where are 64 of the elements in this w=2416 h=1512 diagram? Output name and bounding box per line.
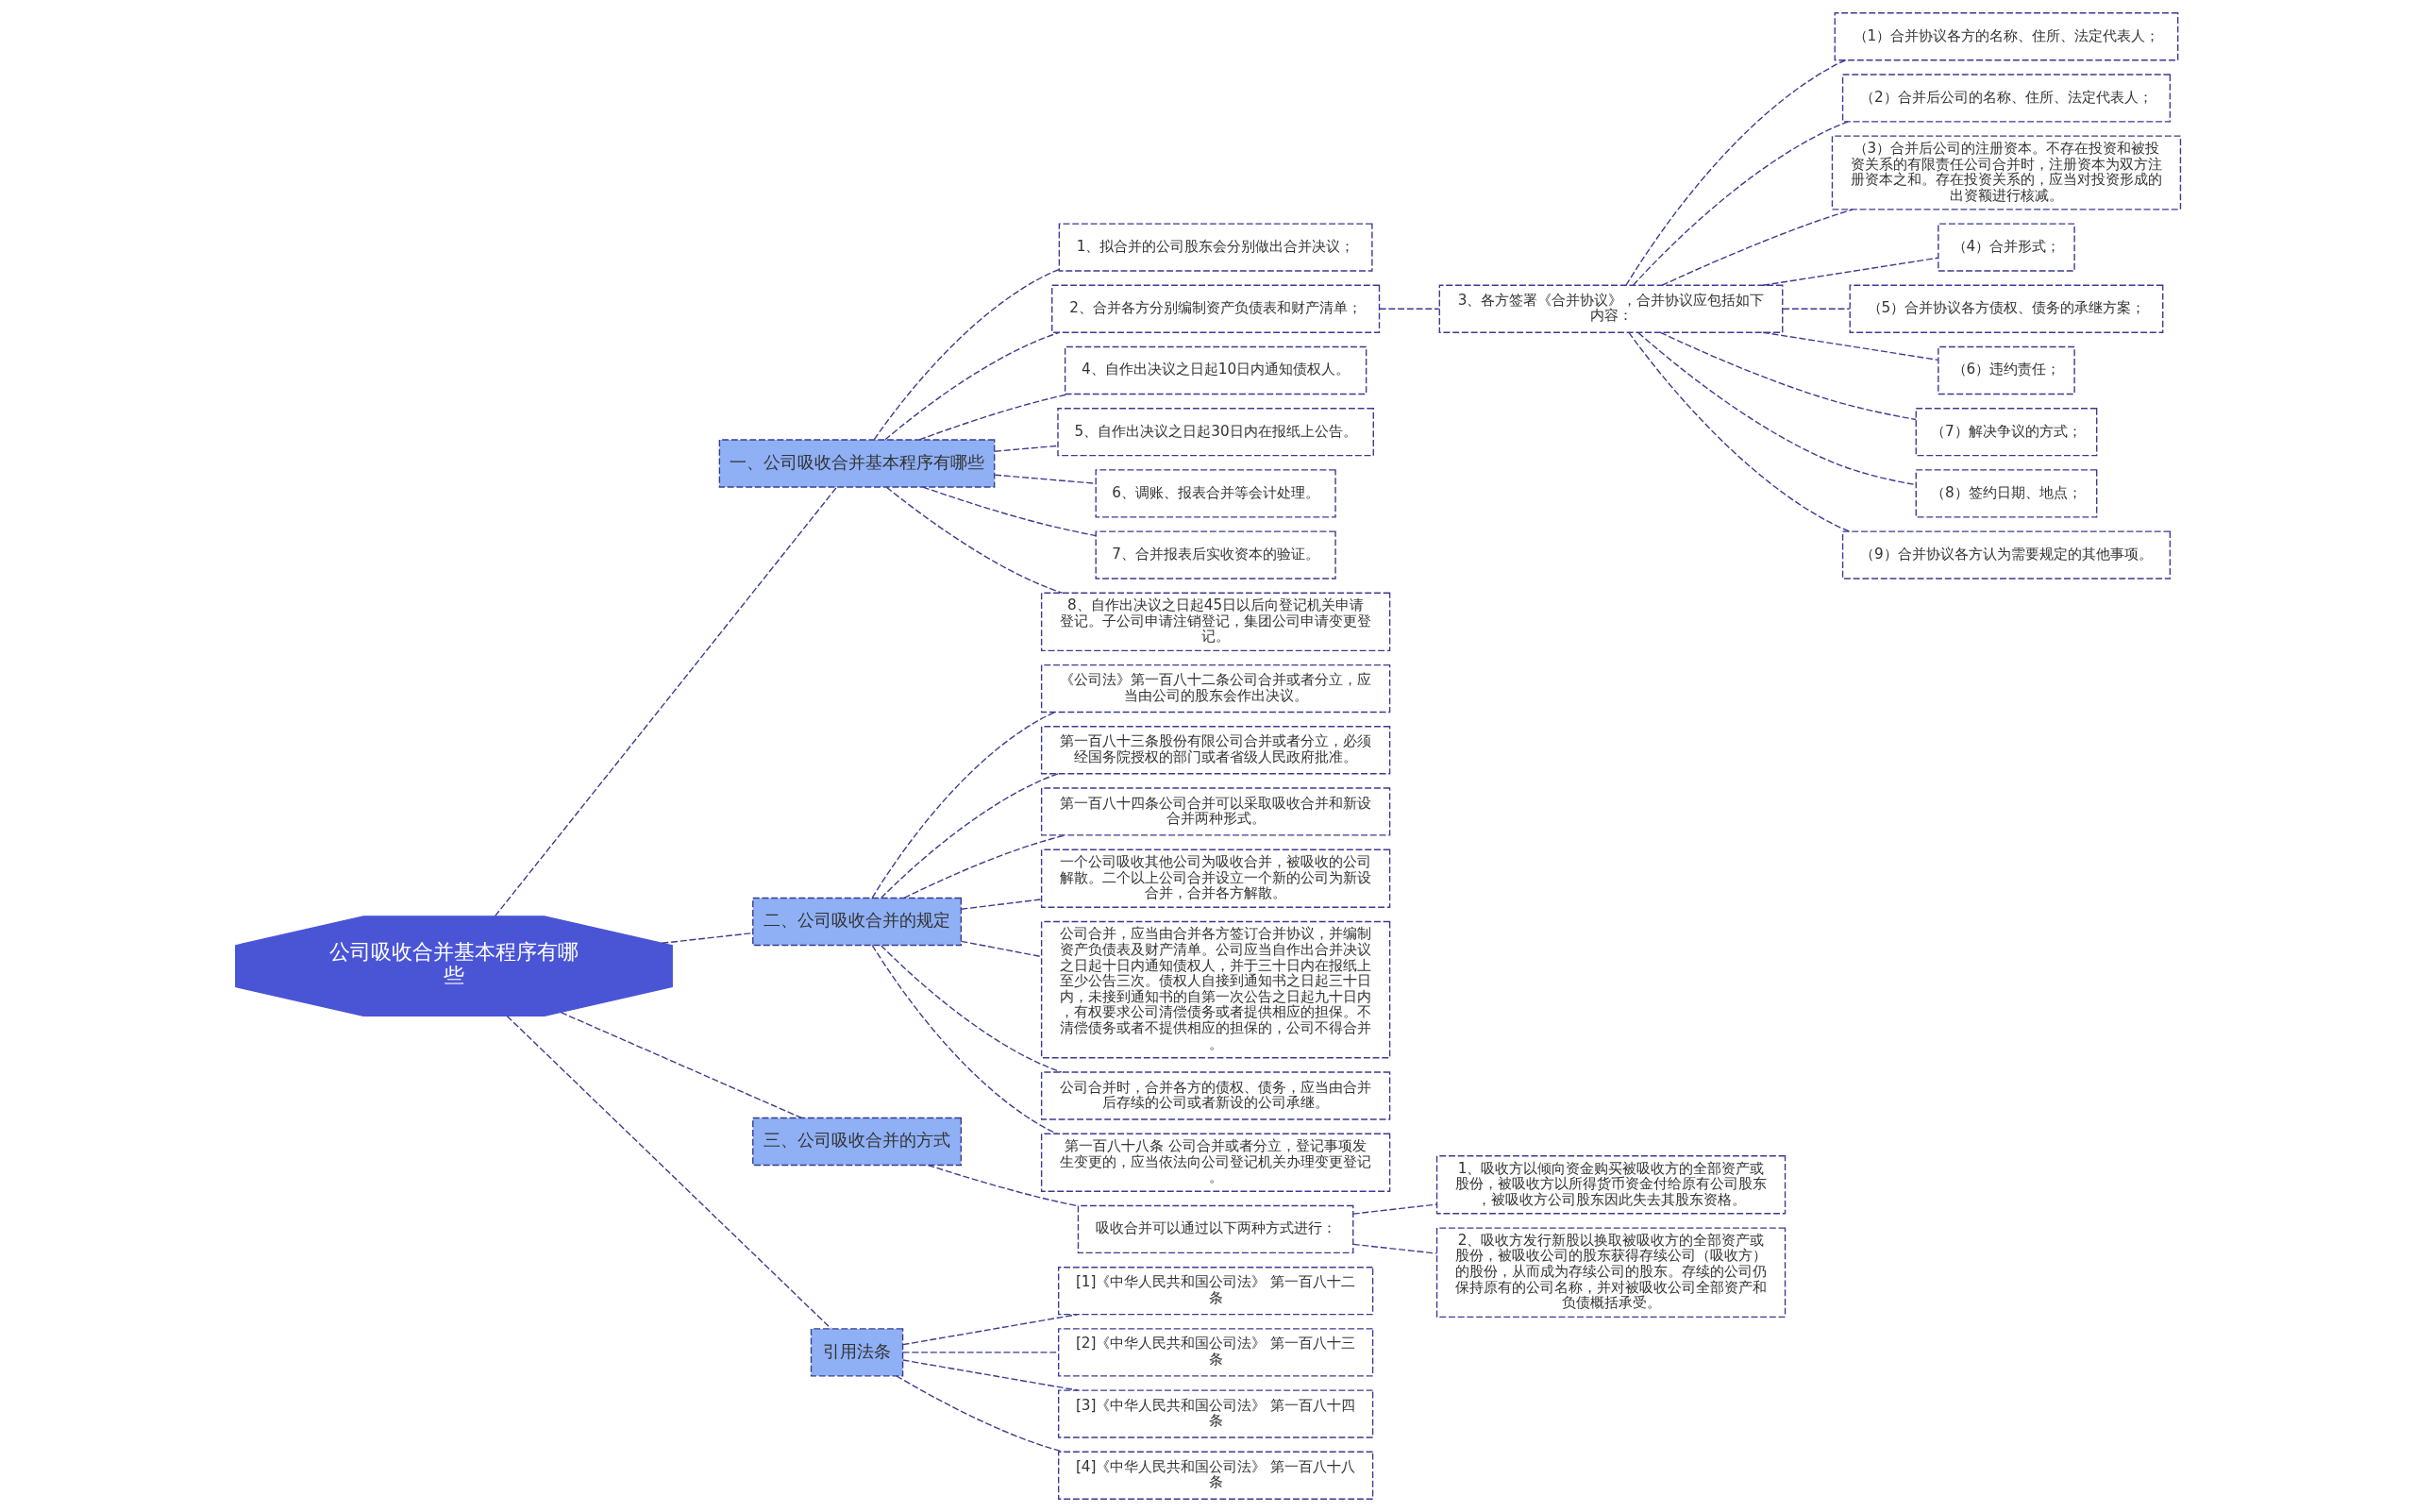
connector bbox=[885, 486, 1064, 594]
node-box: 7、合并报表后实收资本的验证。 bbox=[1095, 530, 1336, 580]
node-box: 第一百八十三条股份有限公司合并或者分立，必须经国务院授权的部门或者省级人民政府批准。 bbox=[1040, 726, 1391, 775]
connector bbox=[560, 1012, 803, 1119]
node-box: 《公司法》第一百八十二条公司合并或者分立，应当由公司的股东会作出决议。 bbox=[1040, 664, 1391, 714]
node-box: （2）合并后公司的名称、住所、法定代表人； bbox=[1841, 74, 2172, 123]
node-box: 8、自作出决议之日起45日以后向登记机关申请登记。子公司申请注销登记，集团公司申请变更登记。 bbox=[1040, 592, 1391, 652]
connector bbox=[1379, 308, 1440, 310]
connector bbox=[902, 1313, 1079, 1346]
connector bbox=[494, 486, 838, 917]
connector bbox=[1352, 1203, 1437, 1215]
connector bbox=[1628, 331, 1851, 532]
node-box: （8）签约日期、地点； bbox=[1915, 469, 2098, 518]
node-box: [1]《中华人民共和国公司法》 第一百八十二条 bbox=[1057, 1267, 1374, 1316]
node-box: 三、公司吸收合并的方式 bbox=[752, 1117, 962, 1167]
connector bbox=[1625, 59, 1847, 286]
node-box: （6）违约责任； bbox=[1938, 345, 2075, 395]
node-box: 一、公司吸收合并基本程序有哪些 bbox=[718, 439, 996, 488]
node-box: 公司合并时，合并各方的债权、债务，应当由合并后存续的公司或者新设的公司承继。 bbox=[1040, 1071, 1391, 1120]
connector bbox=[1661, 209, 1854, 286]
node-box: 5、自作出决议之日起30日内在报纸上公告。 bbox=[1057, 408, 1374, 457]
node-box: 1、吸收方以倾向资金购买被吸收方的全部资产或股份，被吸收方以所得货币资金付给原有公司股东，被吸收方公司股东因此失去其股东资格。 bbox=[1435, 1155, 1787, 1215]
connector bbox=[960, 940, 1043, 958]
connector bbox=[1762, 257, 1938, 286]
node-box: 2、合并各方分别编制资产负债表和财产清单； bbox=[1051, 284, 1381, 333]
node-box: [2]《中华人民共和国公司法》 第一百八十三条 bbox=[1057, 1328, 1374, 1377]
node-box: 引用法条 bbox=[810, 1328, 904, 1377]
node-box: 第一百八十八条 公司合并或者分立，登记事项发生变更的，应当依法向公司登记机关办理变更登记。 bbox=[1040, 1133, 1391, 1192]
connector bbox=[871, 712, 1055, 899]
node-box: 二、公司吸收合并的规定 bbox=[752, 897, 962, 947]
connector bbox=[884, 331, 1061, 441]
connector bbox=[1637, 332, 1917, 486]
node-box: （7）解决争议的方式； bbox=[1915, 408, 2098, 457]
connector bbox=[994, 445, 1059, 452]
connector bbox=[871, 944, 1058, 1134]
node-box: （5）合并协议各方债权、债务的承继方案； bbox=[1849, 284, 2164, 333]
connector bbox=[902, 1359, 1079, 1391]
node-box: （4）合并形式； bbox=[1938, 223, 2075, 272]
connector bbox=[881, 945, 1063, 1073]
node-box: 一个公司吸收其他公司为吸收合并，被吸收的公司解散。二个以上公司合并设立一个新的公司为新设合并，合并各方解散。 bbox=[1040, 848, 1391, 908]
node-box: （3）合并后公司的注册资本。不存在投资和被投资关系的有限责任公司合并时，注册资本为双方注册资本之和。存在投资关系的，应当对投资形成的出资额进行核减。 bbox=[1831, 135, 2182, 210]
node-box: 6、调账、报表合并等会计处理。 bbox=[1095, 469, 1336, 518]
connector bbox=[1659, 331, 1917, 421]
connector bbox=[903, 834, 1066, 899]
node-box: 2、吸收方发行新股以换取被吸收方的全部资产或股份，被吸收公司的股东获得存续公司（吸收方）的股份，从而成为存续公司的股东。存续的公司仍保持原有的公司名称，并对被吸收公司全部资产和负债概括承受。 bbox=[1435, 1227, 1787, 1319]
node-box: 1、拟合并的公司股东会分别做出合并决议； bbox=[1058, 223, 1373, 272]
connector bbox=[873, 268, 1060, 441]
node-box: [3]《中华人民共和国公司法》 第一百八十四条 bbox=[1057, 1389, 1374, 1438]
node-box: （9）合并协议各方认为需要规定的其他事项。 bbox=[1841, 530, 2172, 580]
connector bbox=[1352, 1243, 1437, 1254]
node-box: 4、自作出决议之日起10日内通知债权人。 bbox=[1064, 345, 1367, 395]
connector bbox=[506, 1016, 832, 1330]
connector bbox=[1633, 121, 1849, 286]
node-box: 吸收合并可以通过以下两种方式进行： bbox=[1077, 1204, 1354, 1254]
connector bbox=[922, 486, 1097, 537]
node-box: 3、各方签署《合并协议》，合并协议应包括如下内容： bbox=[1438, 284, 1784, 333]
connector bbox=[1762, 331, 1938, 361]
connector bbox=[881, 773, 1059, 899]
node-box: [4]《中华人民共和国公司法》 第一百八十八条 bbox=[1057, 1451, 1374, 1500]
connector bbox=[1782, 308, 1851, 310]
node-box: （1）合并协议各方的名称、住所、法定代表人； bbox=[1834, 12, 2179, 61]
connector bbox=[960, 899, 1043, 910]
node-box: 公司合并，应当由合并各方签订合并协议，并编制资产负债表及财产清单。公司应当自作出合并决议之日起十日内通知债权人，并于三十日内在报纸上至少公告三次。债权人自接到通知书之日起三十日内，未接到通知书的自第一次公告之日起九十日内，有权要求公司清偿债务或者提供相应的担保。不清偿债务或者不提供相应的担保的，公司不得合并。 bbox=[1040, 920, 1391, 1059]
node-box: 第一百八十四条公司合并可以采取吸收合并和新设合并两种形式。 bbox=[1040, 787, 1391, 836]
